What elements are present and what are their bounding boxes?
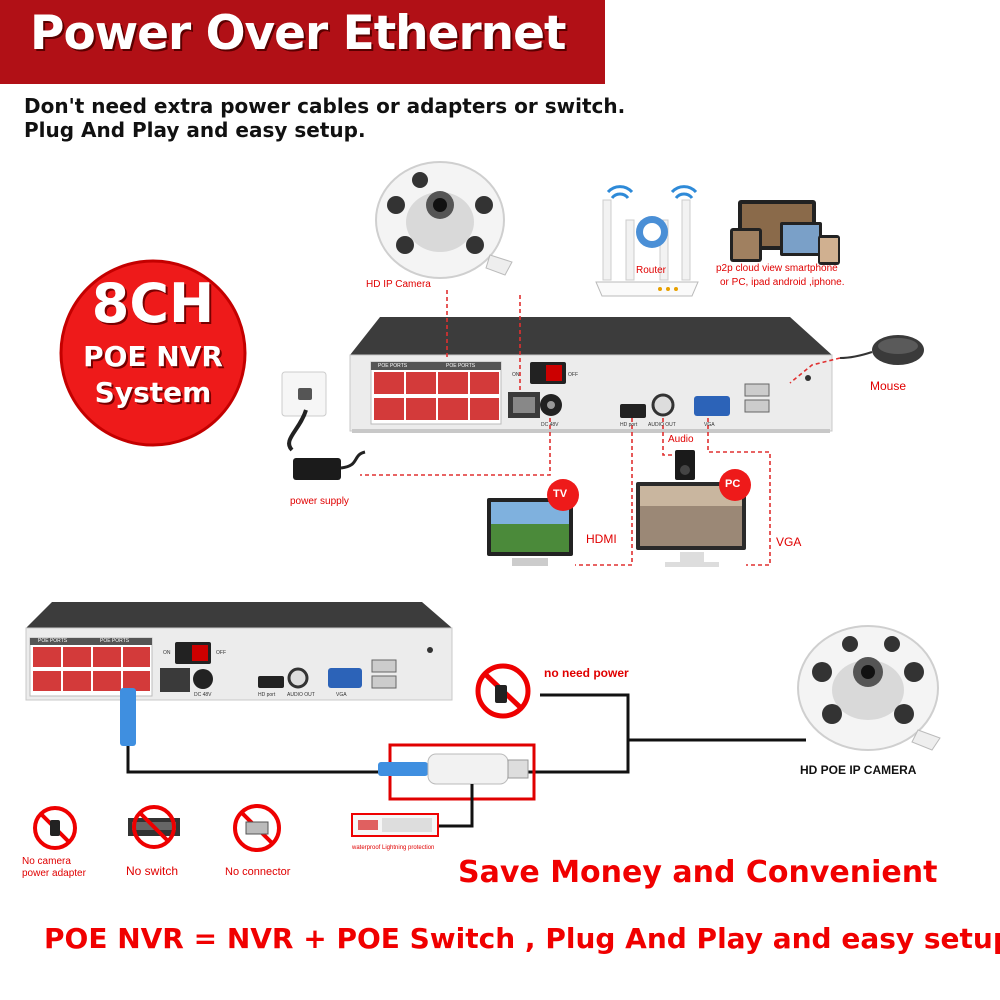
mouse-icon: [839, 335, 924, 365]
nvr-device-bottom: [25, 602, 453, 701]
no-connector-icon: [233, 804, 281, 852]
power-plug-icon: [281, 371, 327, 452]
vga-label: VGA: [776, 535, 802, 549]
tv-badge-label: TV: [553, 488, 568, 500]
8ch-badge: [59, 259, 247, 447]
badge-poe-nvr: POE NVR: [83, 340, 223, 373]
tv-icon: [487, 498, 573, 566]
bottom-poe-ports-label-b: POE PORTS: [100, 638, 130, 644]
fisheye-camera-icon: [375, 161, 513, 279]
speaker-icon: [675, 450, 695, 480]
audio-out-label: AUDIO OUT: [648, 422, 676, 428]
hd-poe-ip-camera-label: HD POE IP CAMERA: [800, 763, 917, 777]
power-supply-label: power supply: [290, 496, 349, 507]
badge-system: System: [94, 376, 212, 409]
bottom-dc-label: DC 48V: [194, 692, 212, 698]
poe-ports-label-a: POE PORTS: [378, 363, 408, 369]
bottom-off-label: OFF: [216, 650, 226, 656]
rj45-plug-blue: [120, 688, 136, 746]
no-adapter-label-2: power adapter: [22, 868, 86, 879]
hd-ip-camera-label: HD IP Camera: [366, 279, 431, 290]
dc-label: DC 48V: [541, 422, 559, 428]
router-label: Router: [636, 265, 667, 276]
vga-port-label: VGA: [704, 422, 715, 428]
waterproof-connector-icon: [378, 753, 529, 785]
slogan: Save Money and Convenient: [458, 855, 938, 890]
pc-badge: [719, 469, 751, 501]
connection-lines: [360, 290, 841, 566]
bottom-vga-label: VGA: [336, 692, 347, 698]
no-need-power-label: no need power: [544, 666, 629, 680]
title-banner: Power Over Ethernet: [0, 0, 605, 84]
intro-line-2: Plug And Play and easy setup.: [24, 118, 366, 142]
bottom-diagram-graphics: [25, 602, 941, 852]
waterproof-label: waterproof Lightning protection: [352, 845, 435, 851]
hd-port-label: HD port: [620, 422, 638, 428]
power-adapter-icon: [293, 450, 366, 480]
footer-equation: POE NVR = NVR + POE Switch , Plug And Pl…: [44, 922, 1000, 955]
page-title: Power Over Ethernet: [30, 6, 566, 61]
poe-ports-label-b: POE PORTS: [446, 363, 476, 369]
bottom-audio-out-label: AUDIO OUT: [287, 692, 315, 698]
poe-camera-icon: [797, 625, 941, 751]
no-adapter-label-1: No camera: [22, 856, 71, 867]
intro-line-1: Don't need extra power cables or adapter…: [24, 94, 626, 118]
no-adapter-icon: [33, 806, 77, 850]
no-switch-icon: [128, 805, 180, 849]
router-icon: [595, 185, 699, 297]
top-diagram-graphics: [281, 161, 924, 567]
power-off-label: OFF: [568, 372, 578, 378]
no-switch-label: No switch: [126, 864, 179, 878]
bottom-on-label: ON: [163, 650, 171, 656]
p2p-label-line-2: or PC, ipad android ,iphone.: [720, 277, 845, 288]
audio-label: Audio: [668, 434, 694, 445]
hdmi-label: HDMI: [586, 532, 617, 546]
p2p-label-line-1: p2p cloud view smartphone: [716, 263, 838, 274]
waterproof-cap-icon: [351, 813, 439, 837]
tv-badge: [547, 479, 579, 511]
no-connector-label: No connector: [225, 866, 291, 878]
pc-badge-label: PC: [725, 478, 741, 490]
bottom-hd-port-label: HD port: [258, 692, 276, 698]
devices-icon: [730, 200, 840, 265]
poe-ports-top: [370, 361, 811, 425]
power-on-label: ON: [512, 372, 520, 378]
bottom-poe-ports-label-a: POE PORTS: [38, 638, 68, 644]
mouse-label: Mouse: [870, 379, 907, 393]
pc-monitor-icon: [636, 482, 746, 567]
no-power-icon: [475, 663, 531, 719]
badge-8ch: 8CH: [91, 272, 215, 335]
